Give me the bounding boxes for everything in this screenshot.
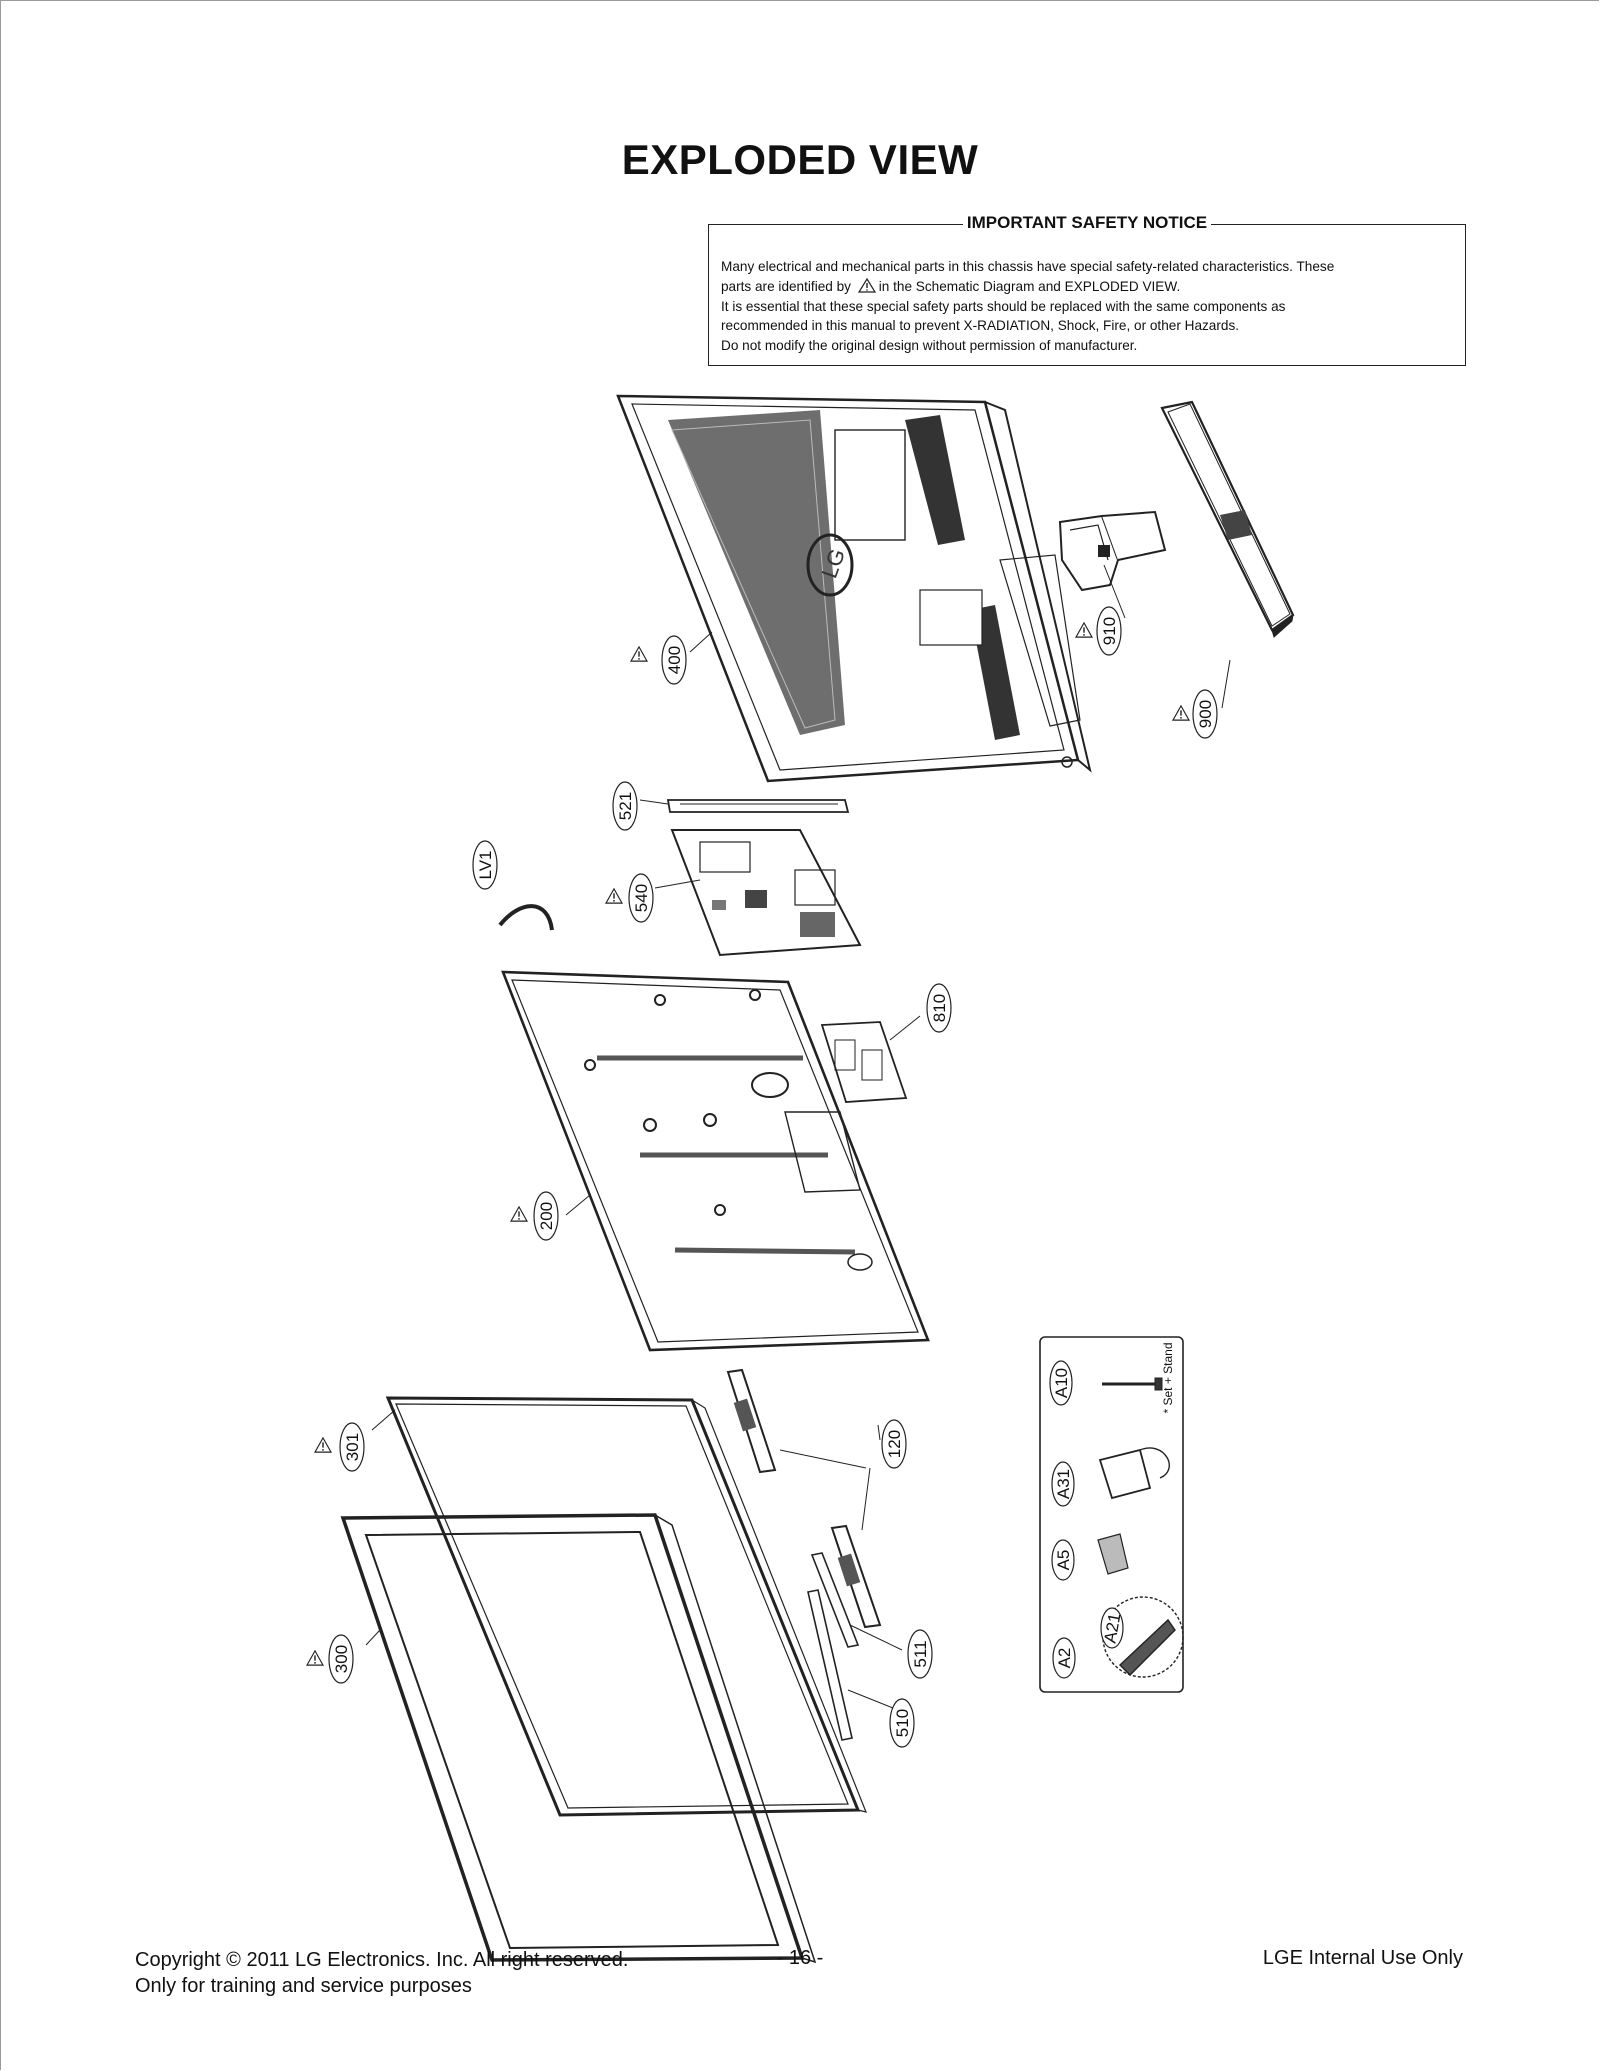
callout-a31: A31	[1051, 1461, 1075, 1507]
bracket-part	[666, 799, 850, 813]
stand-body-part	[1058, 510, 1167, 592]
notice-line-2: parts are identified by in the Schematic…	[721, 277, 1181, 294]
safety-warning-icon	[630, 646, 648, 662]
safety-warning-icon	[306, 1650, 324, 1666]
notice-line-4: recommended in this manual to prevent X-…	[721, 318, 1240, 334]
safety-warning-icon	[1172, 705, 1190, 721]
safety-notice-body: Many electrical and mechanical parts in …	[721, 257, 1453, 356]
chassis-frame-part	[501, 970, 930, 1352]
callout-200: 200	[510, 1191, 559, 1241]
callout-lv1: LV1	[472, 840, 498, 890]
page-title: EXPLODED VIEW	[621, 136, 979, 183]
svg-text:A5: A5	[1054, 1550, 1073, 1571]
svg-text:511: 511	[911, 1640, 930, 1667]
internal-use-text: LGE Internal Use Only	[1262, 1947, 1463, 1969]
speaker-part	[726, 1368, 777, 1474]
callout-521: 521	[612, 781, 638, 831]
callout-a10: A10	[1049, 1360, 1073, 1406]
training-text: Only for training and service purposes	[135, 1975, 472, 1997]
notice-line-5: Do not modify the original design withou…	[721, 338, 1138, 354]
callouts: 400 910 900 521 LV1 540 810	[306, 606, 1218, 1748]
safety-warning-icon	[1075, 622, 1093, 638]
safety-notice-box: IMPORTANT SAFETY NOTICE Many electrical …	[708, 213, 1466, 366]
ir-board-part	[810, 1552, 860, 1648]
svg-text:900: 900	[1196, 700, 1215, 728]
callout-a5: A5	[1051, 1539, 1075, 1581]
callout-301: 301	[314, 1422, 365, 1472]
svg-text:910: 910	[1100, 617, 1119, 645]
accessory-note: * Set + Stand	[1161, 1342, 1175, 1413]
callout-540: 540	[605, 873, 654, 923]
safety-warning-icon	[314, 1437, 332, 1453]
copyright-text: Copyright © 2011 LG Electronics. Inc. Al…	[135, 1949, 629, 1971]
callout-910: 910	[1075, 606, 1122, 656]
safety-warning-icon	[605, 888, 623, 904]
stand-base-part	[1160, 400, 1295, 638]
svg-text:A10: A10	[1052, 1368, 1071, 1398]
callout-a21: A21	[1100, 1607, 1125, 1649]
svg-text:301: 301	[343, 1433, 362, 1461]
speaker-part	[830, 1524, 882, 1629]
svg-text:A31: A31	[1054, 1469, 1073, 1499]
key-board-part	[807, 1589, 853, 1741]
svg-text:300: 300	[332, 1645, 351, 1673]
back-cover-part: LG	[616, 394, 1092, 783]
callout-400: 400	[630, 635, 687, 685]
svg-text:200: 200	[537, 1202, 556, 1230]
safety-notice-title: IMPORTANT SAFETY NOTICE	[709, 213, 1465, 233]
svg-text:400: 400	[665, 646, 684, 674]
callout-900: 900	[1172, 689, 1218, 739]
svg-text:510: 510	[893, 1709, 912, 1737]
callout-a2: A2	[1052, 1637, 1076, 1679]
power-board-part	[820, 1021, 908, 1103]
footer-left: Copyright © 2011 LG Electronics. Inc. Al…	[135, 1947, 628, 1999]
main-board-part	[670, 829, 862, 957]
svg-text:LV1: LV1	[476, 851, 495, 880]
callout-810: 810	[926, 983, 952, 1033]
notice-line-3: It is essential that these special safet…	[721, 298, 1286, 314]
svg-text:A2: A2	[1055, 1648, 1074, 1669]
notice-line-1: Many electrical and mechanical parts in …	[721, 259, 1335, 274]
callout-120: 120	[881, 1419, 907, 1469]
front-cabinet-part	[340, 1513, 817, 1964]
rear-frame-part	[385, 1396, 867, 1817]
svg-text:810: 810	[930, 994, 949, 1022]
svg-text:A21: A21	[1101, 1612, 1125, 1645]
callout-510: 510	[889, 1698, 915, 1748]
svg-text:521: 521	[616, 792, 635, 820]
callout-300: 300	[306, 1634, 354, 1684]
svg-text:120: 120	[885, 1430, 904, 1458]
warning-triangle-icon	[857, 277, 876, 293]
callout-511: 511	[907, 1629, 933, 1679]
leader-lines	[365, 564, 1231, 1711]
page-number: - 16 -	[776, 1947, 824, 1969]
safety-warning-icon	[510, 1206, 528, 1222]
svg-text:540: 540	[632, 884, 651, 912]
lvds-cable-part	[498, 904, 554, 931]
